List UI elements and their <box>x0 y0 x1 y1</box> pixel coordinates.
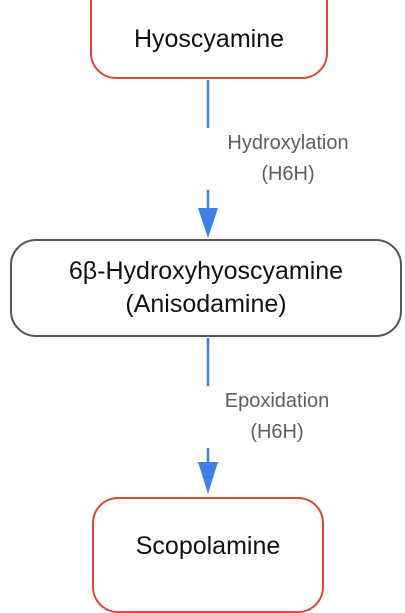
node-anisodamine: 6β-Hydroxyhyoscyamine (Anisodamine) <box>10 239 402 337</box>
node-hyoscyamine-label: Hyoscyamine <box>133 25 285 53</box>
edge-label-epoxidation-reaction: Epoxidation <box>224 390 330 412</box>
node-anisodamine-label: 6β-Hydroxyhyoscyamine <box>68 257 344 285</box>
edge-label-hydroxylation-reaction: Hydroxylation <box>227 132 349 154</box>
node-scopolamine-label: Scopolamine <box>135 531 281 560</box>
node-hyoscyamine: Hyoscyamine <box>90 0 328 79</box>
edge-label-epoxidation: Epoxidation (H6H) <box>198 386 356 448</box>
node-scopolamine: Scopolamine <box>92 497 324 613</box>
arrow-epoxidation-head <box>198 462 218 494</box>
arrow-hydroxylation-head <box>198 208 218 238</box>
edge-label-hydroxylation: Hydroxylation (H6H) <box>200 128 376 190</box>
edge-label-hydroxylation-enzyme: (H6H) <box>261 163 315 185</box>
edge-label-epoxidation-enzyme: (H6H) <box>250 421 304 443</box>
node-anisodamine-alias: (Anisodamine) <box>125 290 287 318</box>
